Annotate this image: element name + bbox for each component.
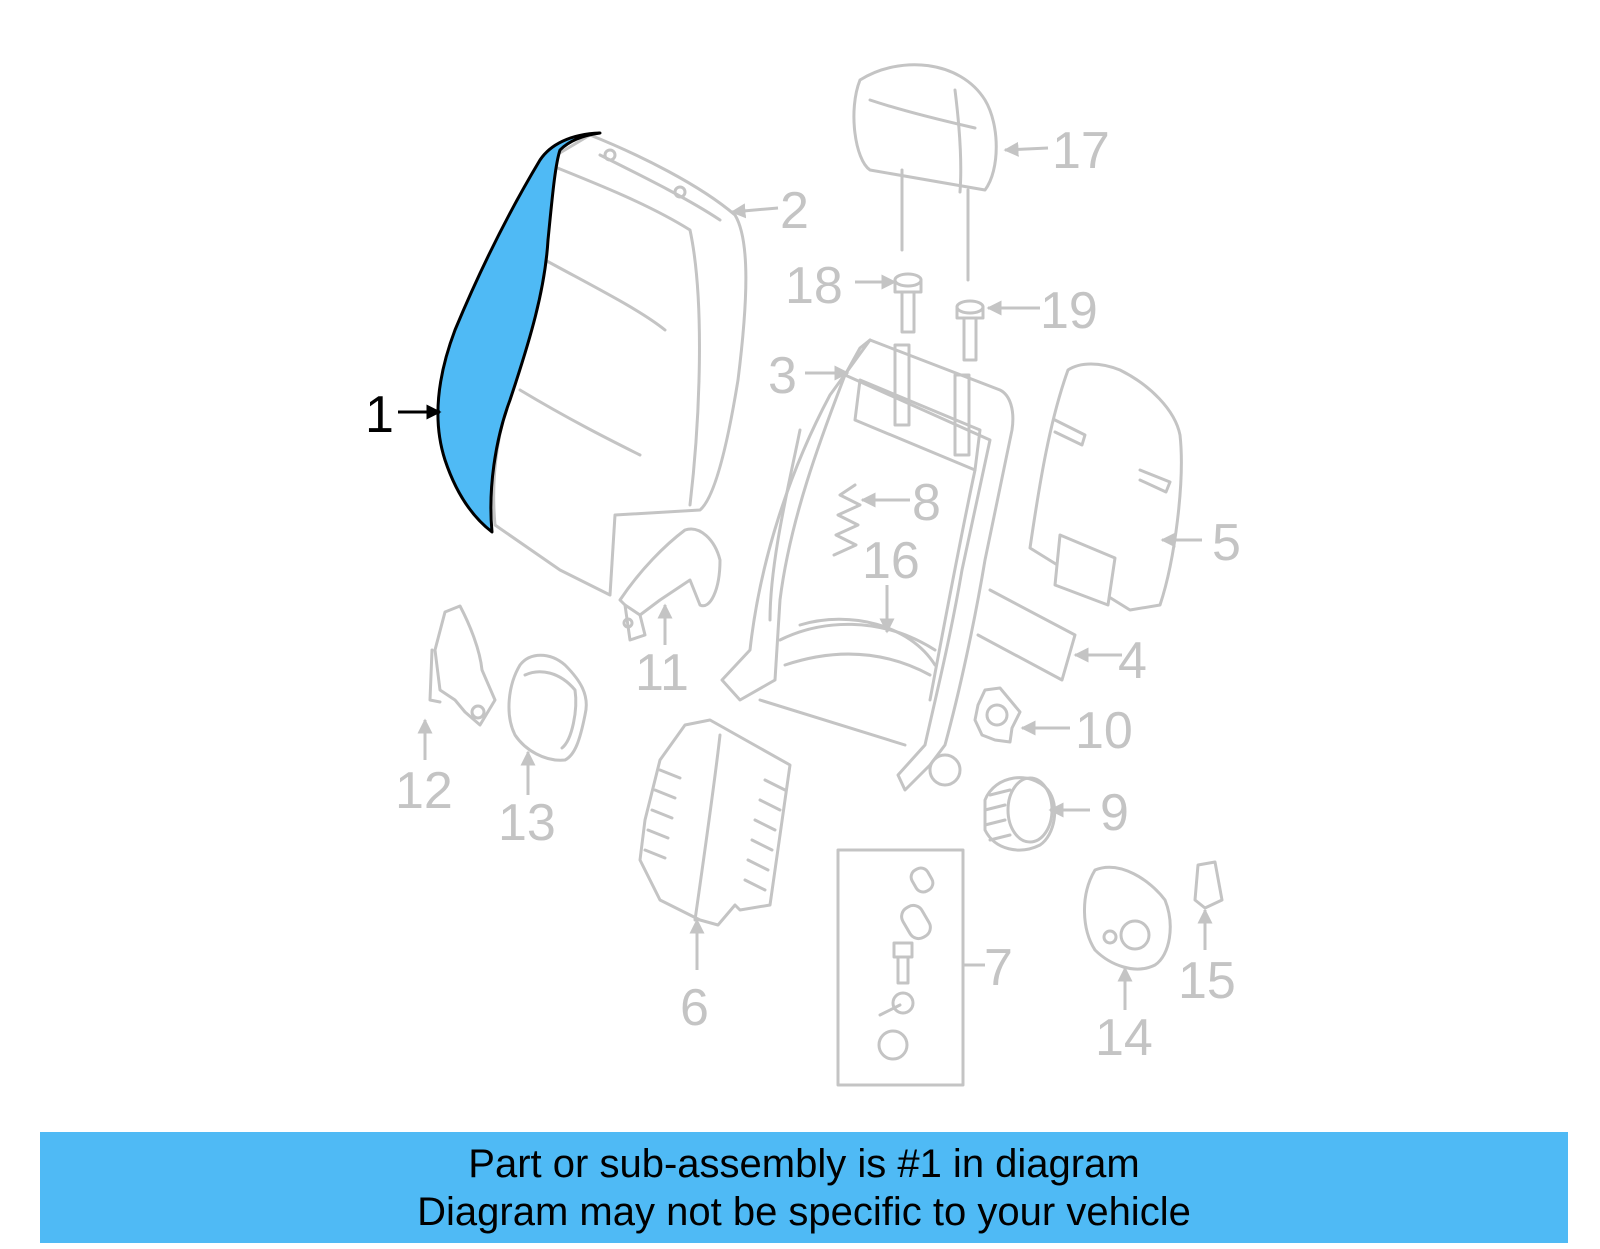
part-6-pad: [638, 718, 792, 927]
part-8-spring: [832, 483, 862, 557]
part-5-back-panel: [1028, 362, 1183, 612]
part-3-seatback-frame: [720, 338, 1015, 792]
callout-2: 2: [780, 182, 809, 240]
info-banner: Part or sub-assembly is #1 in diagram Di…: [40, 1132, 1568, 1243]
callout-labels: 1 2 3 4 5 6 7 8 9 10 11 12 13 14 15 16 1…: [365, 122, 1241, 1067]
part-13-trim: [507, 653, 588, 762]
part-14-cover: [1083, 865, 1172, 971]
callout-9: 9: [1100, 784, 1129, 842]
leader-lines: [398, 141, 1213, 1010]
banner-line-2: Diagram may not be specific to your vehi…: [417, 1189, 1191, 1234]
part-16-wire: [798, 617, 937, 667]
callout-12: 12: [395, 762, 453, 820]
callout-1: 1: [365, 386, 394, 444]
callout-17: 17: [1052, 122, 1110, 180]
parts-diagram: 1 2 3 4 5 6 7 8 9 10 11 12 13 14 15 16 1…: [365, 63, 1241, 1087]
callout-19: 19: [1040, 282, 1098, 340]
callout-13: 13: [498, 794, 556, 852]
callout-8: 8: [912, 474, 941, 532]
part-1-highlight: [436, 131, 602, 534]
callout-6: 6: [680, 979, 709, 1037]
part-10-knob: [973, 686, 1022, 744]
callout-16: 16: [862, 532, 920, 590]
callout-5: 5: [1212, 514, 1241, 572]
part-4-tube: [976, 588, 1077, 682]
part-17-headrest: [852, 63, 998, 282]
part-1-seatback-panel: [436, 131, 602, 534]
part-7-hardware-kit: [836, 848, 965, 1087]
callout-3: 3: [768, 347, 797, 405]
callout-10: 10: [1075, 702, 1133, 760]
callout-7: 7: [984, 939, 1013, 997]
part-12-bracket: [428, 604, 497, 727]
banner-line-1: Part or sub-assembly is #1 in diagram: [468, 1141, 1140, 1186]
callout-15: 15: [1178, 952, 1236, 1010]
callout-4: 4: [1118, 632, 1147, 690]
callout-11: 11: [635, 644, 689, 702]
callout-14: 14: [1095, 1009, 1153, 1067]
part-11-cover: [618, 527, 722, 642]
part-19-guide: [955, 299, 985, 362]
callout-18: 18: [785, 257, 843, 315]
part-18-guide: [893, 272, 923, 334]
part-9-handwheel: [983, 776, 1057, 852]
part-15-clip: [1193, 860, 1224, 910]
